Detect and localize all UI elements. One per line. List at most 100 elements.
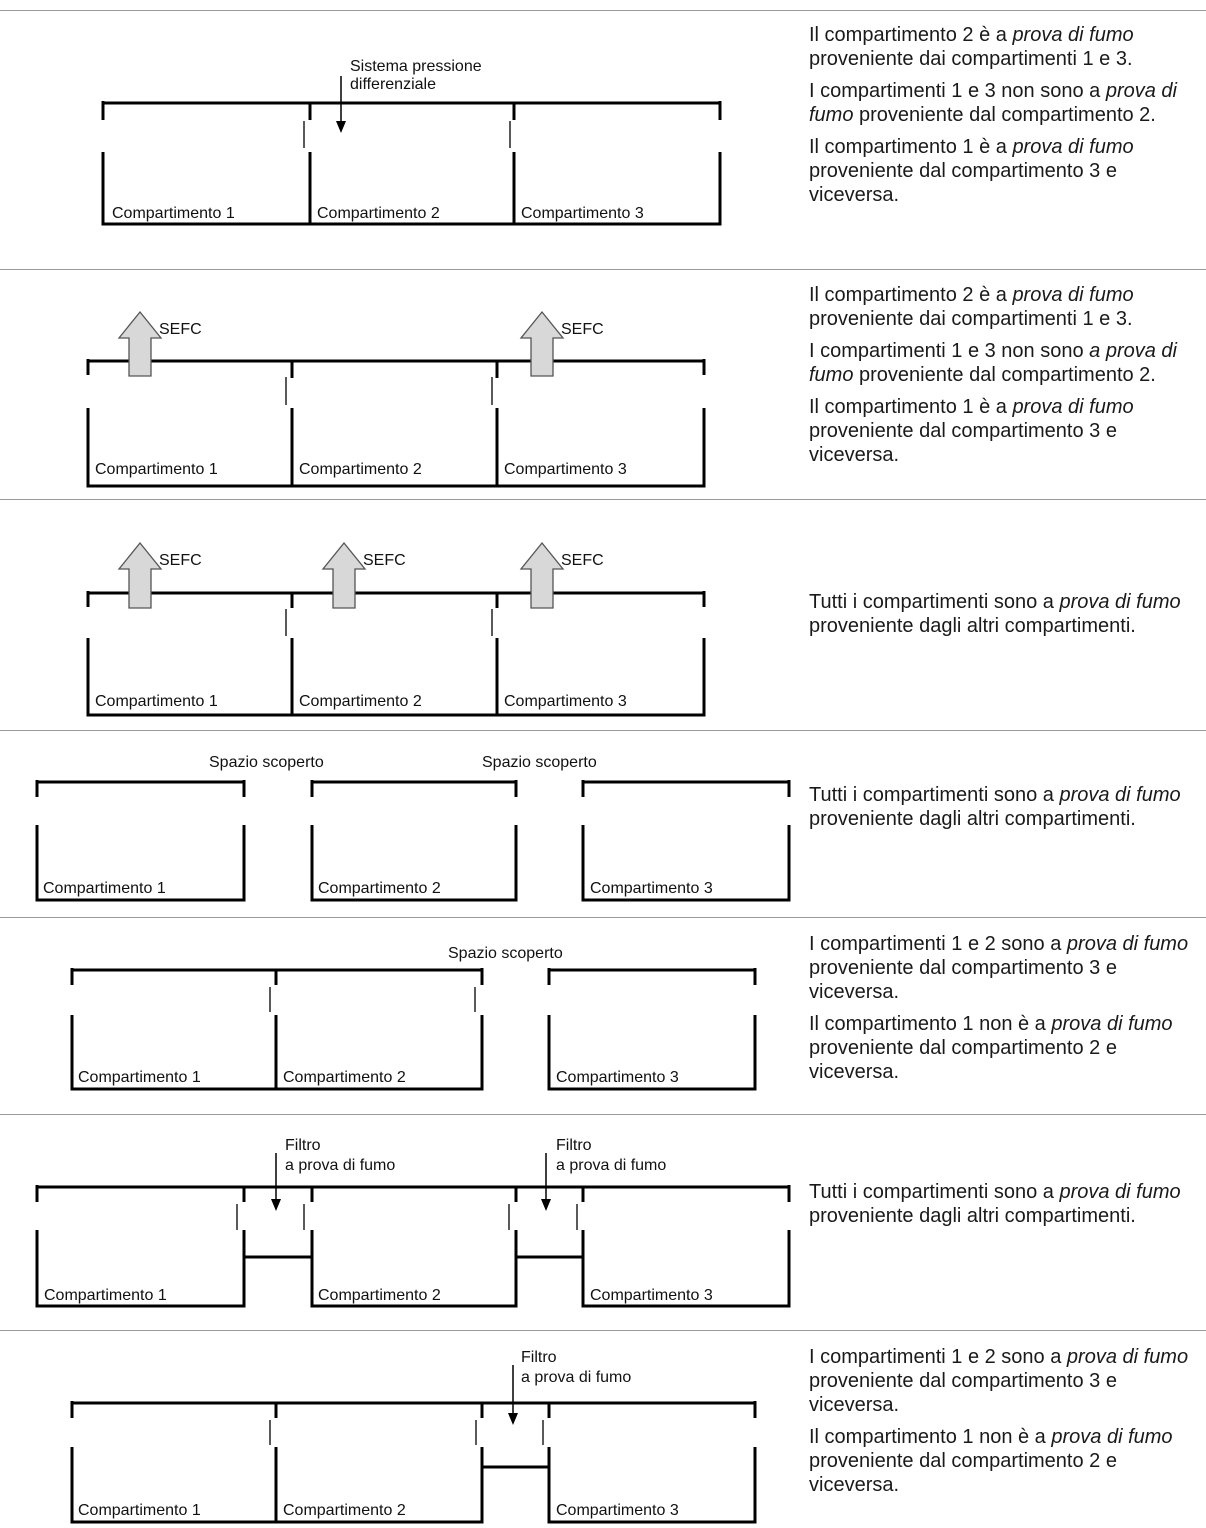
description-paragraph: Il compartimento 1 è a prova di fumo pro… [809,135,1205,207]
compartment-label: Compartimento 2 [318,1287,441,1304]
open-space-label: Spazio scoperto [209,754,324,771]
body-text: proveniente dagli altri compartimenti. [809,808,1136,830]
description-paragraph: Il compartimento 2 è a prova di fumo pro… [809,283,1205,331]
row-divider [0,269,1206,270]
description-paragraph: I compartimenti 1 e 2 sono a prova di fu… [809,1345,1205,1417]
compartment-label: Compartimento 3 [504,461,627,478]
description-paragraph: Il compartimento 1 non è a prova di fumo… [809,1425,1205,1497]
emphasis-text: prova di fumo [1012,396,1134,418]
arrow-head [541,1199,551,1211]
body-text: proveniente dal compartimento 3 e viceve… [809,160,1117,206]
compartment-label: Compartimento 1 [44,1287,167,1304]
description-row-3: Tutti i compartimenti sono a prova di fu… [809,590,1205,646]
body-text: I compartimenti 1 e 2 sono a [809,1346,1067,1368]
compartment-label: Compartimento 1 [78,1502,201,1519]
sefc-label: SEFC [363,552,406,569]
sefc-arrow [321,541,367,609]
body-text: proveniente dal compartimento 2 e viceve… [809,1037,1117,1083]
description-row-6: Tutti i compartimenti sono a prova di fu… [809,1180,1205,1236]
compartment-label: Compartimento 2 [317,205,440,222]
sefc-arrow [519,541,565,609]
emphasis-text: prova di fumo [1066,1346,1189,1368]
compartment-label: Compartimento 2 [318,880,441,897]
sefc-arrow [117,310,163,377]
body-text: Il compartimento 2 è a [809,24,1013,46]
compartment-label: Compartimento 3 [504,693,627,710]
emphasis-text: a prova di fumo [809,340,1177,386]
description-paragraph: I compartimenti 1 e 2 sono a prova di fu… [809,932,1205,1004]
body-text: proveniente dal compartimento 3 e viceve… [809,1370,1117,1416]
body-text: Il compartimento 2 è a [809,284,1013,306]
body-text: I compartimenti 1 e 3 non sono [809,340,1090,362]
emphasis-text: prova di fumo [809,80,1177,126]
description-row-2: Il compartimento 2 è a prova di fumo pro… [809,283,1205,475]
row-divider [0,730,1206,731]
body-text: proveniente dai compartimenti 1 e 3. [809,308,1133,330]
description-row-1: Il compartimento 2 è a prova di fumo pro… [809,23,1205,215]
compartment-label: Compartimento 3 [590,880,713,897]
arrow-head [508,1413,518,1425]
emphasis-text: prova di fumo [1012,24,1134,46]
body-text: Tutti i compartimenti sono a [809,1181,1060,1203]
emphasis-text: prova di fumo [1051,1013,1173,1035]
sefc-label: SEFC [561,321,604,338]
row-divider [0,10,1206,11]
body-text: proveniente dagli altri compartimenti. [809,615,1136,637]
callout-label: differenziale [350,76,436,93]
body-text: proveniente dal compartimento 2 e viceve… [809,1450,1117,1496]
compartment-label: Compartimento 2 [299,693,422,710]
compartment-label: Compartimento 1 [95,693,218,710]
description-paragraph: Il compartimento 1 è a prova di fumo pro… [809,395,1205,467]
body-text: proveniente dal compartimento 3 e viceve… [809,420,1117,466]
description-row-7: I compartimenti 1 e 2 sono a prova di fu… [809,1345,1205,1505]
compartment-label: Compartimento 1 [78,1069,201,1086]
compartment-label: Compartimento 1 [43,880,166,897]
row-divider [0,499,1206,500]
row-divider [0,1114,1206,1115]
compartment-label: Compartimento 1 [112,205,235,222]
emphasis-text: prova di fumo [1012,136,1134,158]
open-space-label: Spazio scoperto [448,945,563,962]
body-text: Il compartimento 1 è a [809,396,1013,418]
sefc-label: SEFC [159,552,202,569]
body-text: Tutti i compartimenti sono a [809,784,1060,806]
description-paragraph: Tutti i compartimenti sono a prova di fu… [809,590,1205,638]
emphasis-text: prova di fumo [1059,784,1181,806]
body-text: proveniente dal compartimento 2. [853,364,1156,386]
compartment-label: Compartimento 3 [556,1069,679,1086]
body-text: Tutti i compartimenti sono a [809,591,1060,613]
sefc-label: SEFC [561,552,604,569]
row-divider [0,1330,1206,1331]
emphasis-text: prova di fumo [1059,591,1181,613]
compartment-label: Compartimento 3 [590,1287,713,1304]
filter-label: a prova di fumo [556,1157,666,1174]
emphasis-text: prova di fumo [1059,1181,1181,1203]
diagram-column: Compartimento 1 Compartimento 2 Compartime… [35,58,791,1524]
body-text: proveniente dagli altri compartimenti. [809,1205,1136,1227]
row-divider [0,917,1206,918]
body-text: Il compartimento 1 è a [809,136,1013,158]
sefc-label: SEFC [159,321,202,338]
description-paragraph: I compartimenti 1 e 3 non sono a prova d… [809,79,1205,127]
compartment-label: Compartimento 3 [556,1502,679,1519]
sefc-arrow [117,541,163,609]
filter-label: a prova di fumo [285,1157,395,1174]
description-paragraph: Tutti i compartimenti sono a prova di fu… [809,1180,1205,1228]
filter-label: Filtro [521,1349,557,1366]
description-paragraph: Tutti i compartimenti sono a prova di fu… [809,783,1205,831]
description-paragraph: Il compartimento 2 è a prova di fumo pro… [809,23,1205,71]
compartment-label: Compartimento 3 [521,205,644,222]
compartment-label: Compartimento 2 [299,461,422,478]
description-row-5: I compartimenti 1 e 2 sono a prova di fu… [809,932,1205,1092]
body-text: I compartimenti 1 e 2 sono a [809,933,1067,955]
filter-label: Filtro [285,1137,321,1154]
filter-label: Filtro [556,1137,592,1154]
body-text: Il compartimento 1 non è a [809,1426,1052,1448]
emphasis-text: prova di fumo [1051,1426,1173,1448]
compartment-label: Compartimento 1 [95,461,218,478]
arrow-head [271,1199,281,1211]
sefc-arrow [519,310,565,377]
description-row-4: Tutti i compartimenti sono a prova di fu… [809,783,1205,839]
body-text: Il compartimento 1 non è a [809,1013,1052,1035]
